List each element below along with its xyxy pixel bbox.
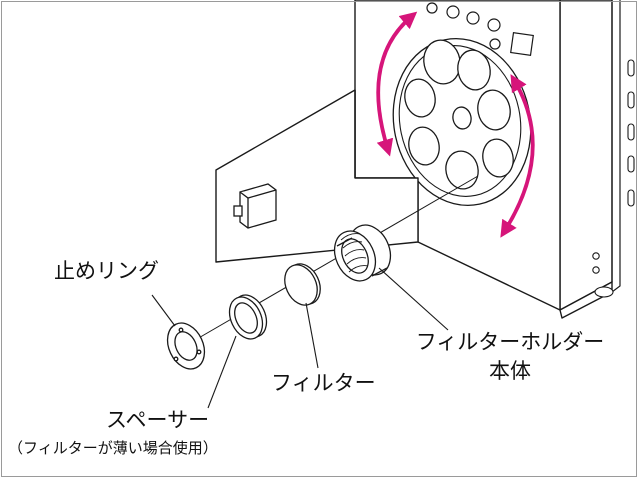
label-spacer: スペーサー <box>106 408 210 432</box>
label-filter-holder-line1: フィルターホルダー <box>415 330 605 354</box>
spacer-ring <box>228 294 268 340</box>
filter-disk <box>284 263 321 306</box>
side-slots <box>627 59 635 207</box>
rotation-arrow-right <box>500 74 535 238</box>
rotation-arrows <box>376 11 535 238</box>
connector-plug <box>233 183 277 229</box>
label-spacer-note: （フィルターが薄い場合使用） <box>8 439 218 457</box>
filter-holder-body <box>333 224 392 282</box>
rotation-arrow-left <box>376 11 418 157</box>
stop-ring <box>166 322 206 370</box>
leader-lines <box>151 267 449 409</box>
side-edge <box>611 0 621 293</box>
housing-top-holes <box>426 2 534 56</box>
label-filter: フィルター <box>271 371 376 395</box>
label-filter-holder-line2: 本体 <box>489 359 531 383</box>
label-filter-holder: フィルターホルダー 本体 <box>394 332 626 382</box>
housing-feet <box>592 252 614 298</box>
label-stop-ring: 止めリング <box>54 259 159 283</box>
